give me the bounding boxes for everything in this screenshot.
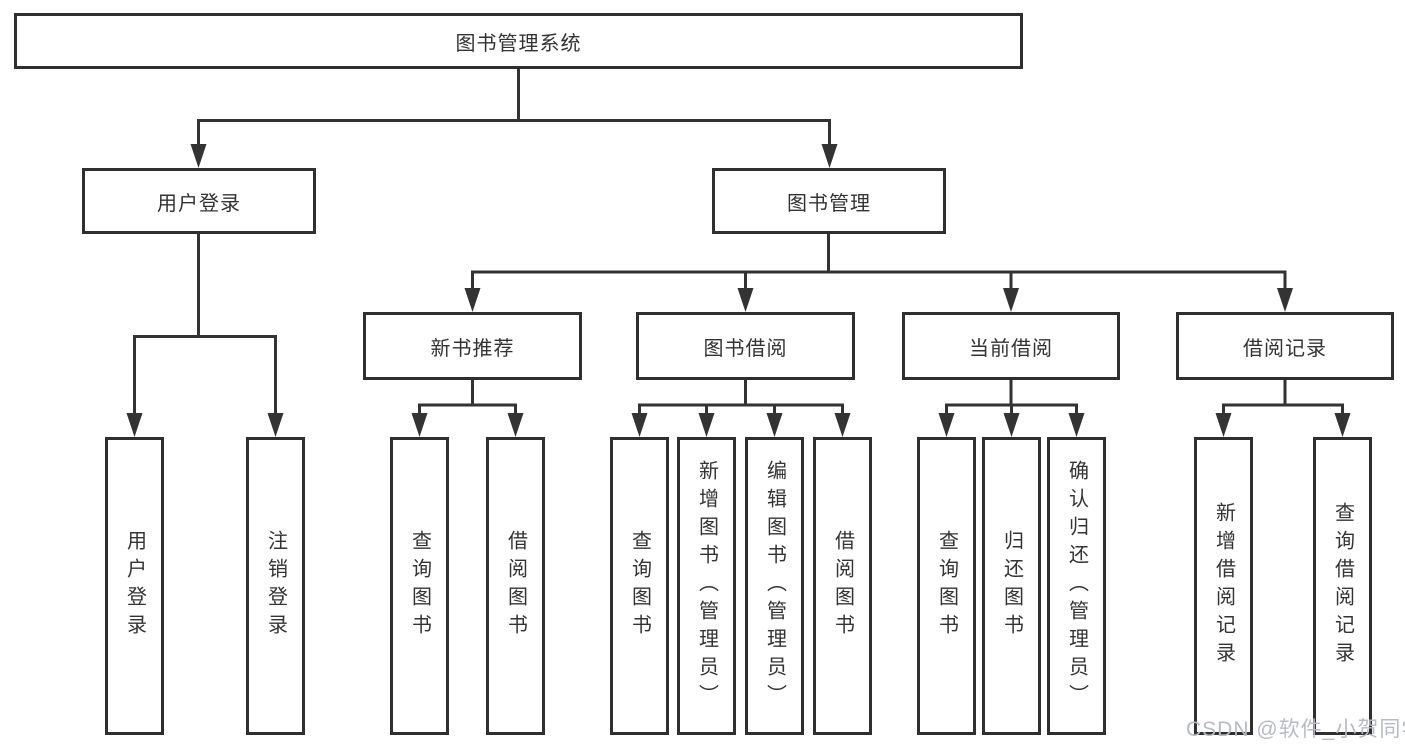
node-label: 图书管理: [787, 192, 871, 215]
node-book-management: 图书管理: [712, 168, 946, 234]
arrow-down-icon: [766, 413, 783, 437]
arrow-down-icon: [126, 413, 143, 437]
arrow-down-icon: [1003, 288, 1019, 312]
arrow-down-icon: [821, 144, 838, 168]
leaf-borrow-books: 借阅图书: [813, 437, 872, 735]
connector-root-to-level2: [197, 69, 831, 146]
arrow-down-icon: [1003, 413, 1020, 437]
leaf-label: 确认归还（管理员）: [1065, 460, 1088, 712]
leaf-label: 归还图书: [1000, 530, 1023, 642]
leaf-return-books: 归还图书: [982, 437, 1041, 735]
leaf-label: 借阅图书: [504, 530, 527, 642]
arrow-down-icon: [411, 413, 428, 437]
arrow-down-icon: [737, 288, 754, 312]
arrow-down-icon: [698, 413, 715, 437]
leaf-edit-books-admin: 编辑图书（管理员）: [745, 437, 804, 735]
node-current-borrowing: 当前借阅: [902, 312, 1120, 380]
leaf-label: 借阅图书: [831, 530, 854, 642]
leaf-label: 编辑图书（管理员）: [763, 460, 786, 712]
arrow-down-icon: [834, 413, 851, 437]
leaf-query-books: 查询图书: [390, 437, 449, 735]
arrow-down-icon: [1068, 413, 1085, 437]
arrow-down-icon: [938, 413, 955, 437]
arrow-down-icon: [267, 413, 284, 437]
connector-new-book-to-leaves: [418, 379, 517, 415]
node-borrowing-records: 借阅记录: [1176, 312, 1394, 380]
connector-borrow-records-to-leaves: [1222, 379, 1344, 415]
leaf-label: 新增借阅记录: [1212, 502, 1235, 670]
node-label: 图书借阅: [703, 337, 788, 360]
node-book-borrowing: 图书借阅: [636, 312, 855, 380]
connector-user-login-to-leaves: [133, 233, 277, 415]
leaf-label: 查询借阅记录: [1331, 502, 1354, 670]
node-label: 当前借阅: [969, 337, 1053, 360]
node-new-book-recommend: 新书推荐: [363, 312, 582, 380]
leaf-label: 查询图书: [408, 530, 431, 642]
leaf-add-borrow-record: 新增借阅记录: [1194, 437, 1253, 735]
connector-current-borrow-to-leaves: [945, 379, 1078, 415]
leaf-borrow-books: 借阅图书: [486, 437, 545, 735]
arrow-down-icon: [1277, 288, 1293, 312]
leaf-add-books-admin: 新增图书（管理员）: [677, 437, 736, 735]
node-root-system: 图书管理系统: [14, 13, 1023, 69]
leaf-label: 用户登录: [123, 530, 146, 642]
connector-book-mgmt-to-level3: [471, 233, 1287, 290]
arrow-down-icon: [631, 413, 648, 437]
leaf-logout: 注销登录: [246, 437, 305, 735]
connector-book-borrow-to-leaves: [638, 379, 844, 415]
arrow-down-icon: [1334, 413, 1351, 437]
leaf-label: 查询图书: [628, 530, 651, 642]
leaf-label: 注销登录: [264, 530, 287, 642]
arrowheads: [126, 144, 1351, 437]
leaf-user-login: 用户登录: [105, 437, 164, 735]
node-label: 用户登录: [157, 192, 241, 215]
leaf-label: 新增图书（管理员）: [695, 460, 718, 712]
leaf-label: 查询图书: [935, 530, 958, 642]
node-user-login-group: 用户登录: [82, 168, 316, 234]
node-label: 借阅记录: [1243, 337, 1327, 360]
arrow-down-icon: [1215, 413, 1232, 437]
leaf-query-books: 查询图书: [917, 437, 976, 735]
arrow-down-icon: [464, 288, 481, 312]
node-label: 新书推荐: [430, 337, 515, 360]
leaf-query-borrow-record: 查询借阅记录: [1313, 437, 1372, 735]
csdn-watermark: CSDN @软件_小贺同学: [1186, 718, 1405, 741]
node-label: 图书管理系统: [455, 32, 582, 55]
arrow-down-icon: [507, 413, 524, 437]
connector-lines: [133, 69, 1344, 415]
arrow-down-icon: [190, 144, 207, 168]
leaf-confirm-return-admin: 确认归还（管理员）: [1047, 437, 1106, 735]
leaf-query-books: 查询图书: [610, 437, 669, 735]
